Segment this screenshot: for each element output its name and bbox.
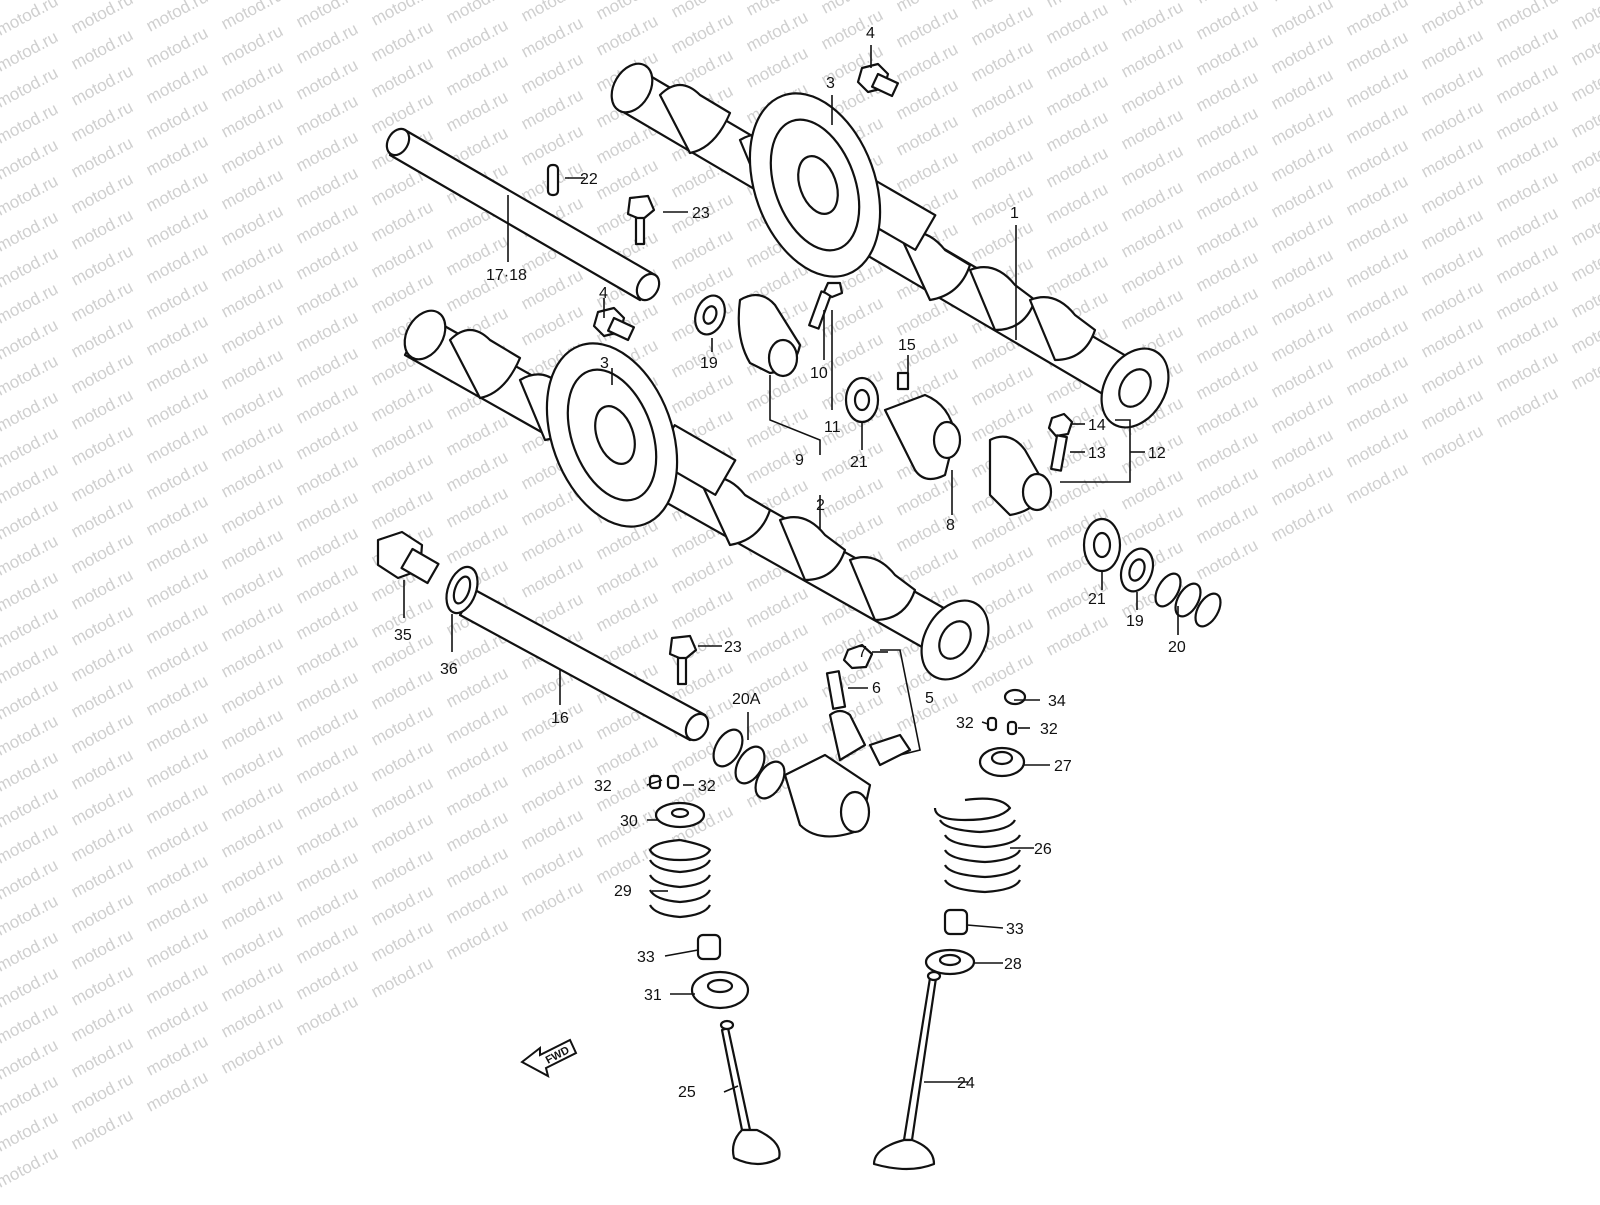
callout-26: 26 [1034,841,1052,858]
callout-32-d: 32 [1040,721,1058,738]
callout-16: 16 [551,710,569,727]
sprocket-upper [748,92,882,278]
callout-6: 6 [872,680,881,697]
rocker-shaft-upper [385,127,661,302]
callout-15: 15 [898,337,916,354]
callout-11: 11 [824,419,841,436]
rocker-arm-8 [883,393,962,481]
callout-32-b: 32 [698,778,716,795]
leader-lines [403,45,1179,1093]
callout-19-lower: 19 [1126,613,1144,630]
retainer-30 [654,801,706,829]
washer-19-lower [1119,547,1155,593]
spring-26 [933,797,1021,894]
callout-22: 22 [580,171,598,188]
nut-7 [842,643,874,670]
fwd-arrow-icon: FWD [520,1038,578,1078]
pin [546,163,560,197]
callout-29: 29 [614,883,632,900]
bolt-upper [856,62,900,98]
watermark-text: motod.ru [1568,0,1600,34]
callout-3-lower: 3 [600,355,609,372]
callout-32-c: 32 [956,715,974,732]
plug-bolt [376,530,440,585]
adjuster-13 [1050,434,1068,472]
callout-4-lower: 4 [599,285,608,302]
callout-19-upper: 19 [700,355,718,372]
retainer-27 [978,746,1026,778]
bolt-lower [592,306,636,342]
callout-2: 2 [816,497,825,514]
seat-28 [924,948,976,976]
gasket [445,565,479,615]
cotter-right [986,716,1018,736]
adjuster-6 [825,670,847,710]
callouts: 1 2 3 3 4 4 5 6 7 8 9 10 11 12 13 14 15 … [394,25,1186,1101]
seat-31 [690,970,750,1010]
washer-19-upper [694,294,726,336]
callout-10: 10 [810,365,828,382]
callout-30: 30 [620,813,638,830]
callout-35: 35 [394,627,412,644]
callout-28: 28 [1004,956,1022,973]
callout-4-upper: 4 [866,25,875,42]
callout-23-upper: 23 [692,205,710,222]
callout-5: 5 [925,690,934,707]
fwd-label: FWD [544,1044,572,1066]
callout-20: 20 [1168,639,1186,656]
nut-14 [1047,412,1074,438]
spacer-21-upper [844,376,880,424]
spacer-21-lower [1082,517,1122,573]
callout-17-18: 17·18 [486,267,527,284]
callout-3-upper: 3 [826,75,835,92]
seal-33-right [943,908,969,936]
callout-23-lower: 23 [724,639,742,656]
callout-25: 25 [678,1084,696,1101]
callout-9: 9 [795,452,804,469]
callout-27: 27 [1054,758,1072,775]
callout-1: 1 [1010,205,1019,222]
callout-14: 14 [1088,417,1106,434]
callout-31: 31 [644,987,662,1004]
bolt-23-upper [626,194,656,246]
seal-33-left [696,933,722,961]
spring-20 [1154,572,1222,628]
callout-24: 24 [957,1075,975,1092]
rocker-arm-9 [737,293,802,378]
callout-21-upper: 21 [850,454,868,471]
callout-32-a: 32 [594,778,612,795]
bolt-23-lower [668,634,698,686]
spring-20a [712,728,786,800]
valve-24 [872,970,942,1171]
callout-20a: 20A [732,691,761,708]
rocker-arm-5 [783,709,912,838]
callout-7: 7 [858,644,867,661]
callout-13: 13 [1088,445,1106,462]
callout-33-right: 33 [1006,921,1024,938]
rocker-arm-12 [988,435,1053,517]
callout-33-left: 33 [637,949,655,966]
camshaft-lower [403,309,990,681]
callout-8: 8 [946,517,955,534]
spring-29 [648,838,712,919]
sprocket-lower [545,342,679,528]
callout-34: 34 [1048,693,1066,710]
tappet-34 [1003,688,1027,706]
valve-25 [719,1019,781,1166]
adjuster-10 [808,281,844,330]
pin-15 [896,371,910,391]
callout-36: 36 [440,661,458,678]
callout-12: 12 [1148,445,1166,462]
callout-21-lower: 21 [1088,591,1106,608]
